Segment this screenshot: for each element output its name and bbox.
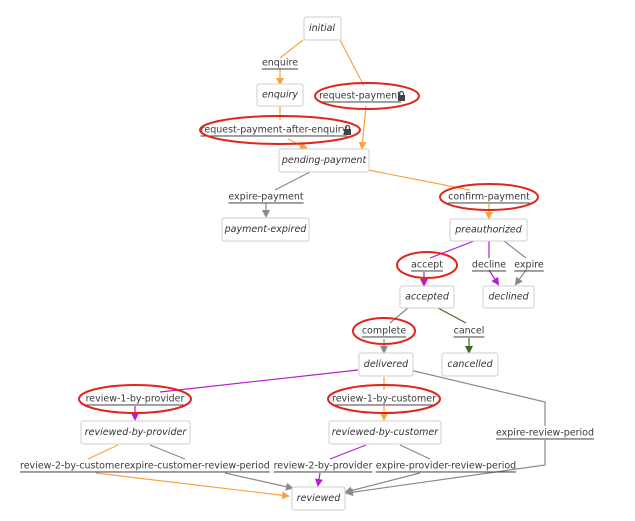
svg-text:cancel: cancel	[454, 326, 485, 337]
state-delivered[interactable]: delivered	[358, 352, 414, 377]
svg-text:expire-review-period: expire-review-period	[496, 428, 594, 439]
transition-accept[interactable]: accept	[411, 260, 443, 271]
edge-expire-declined	[514, 269, 527, 286]
svg-text:expire-provider-review-period: expire-provider-review-period	[376, 461, 516, 472]
edge-pending-expire-payment	[274, 171, 311, 191]
edge-preauth-accept	[429, 240, 475, 259]
svg-text:review-2-by-customer: review-2-by-customer	[20, 461, 124, 472]
edge-r2c-reviewed	[95, 472, 290, 500]
state-payment-expired[interactable]: payment-expired	[221, 217, 310, 242]
highlight-accept	[396, 251, 458, 279]
state-label: delivered	[364, 359, 409, 370]
state-pending-payment[interactable]: pending-payment	[278, 148, 370, 173]
highlight-request-payment	[314, 82, 420, 110]
highlight-request-payment-after-enquiry	[199, 115, 361, 145]
transition-cancel[interactable]: cancel	[454, 326, 485, 337]
transition-expire[interactable]: expire	[514, 260, 544, 271]
state-label: reviewed-by-provider	[85, 427, 188, 438]
state-declined[interactable]: declined	[482, 285, 535, 309]
edge-eprp-reviewed	[344, 472, 421, 495]
edge-initial-request-payment	[339, 39, 365, 87]
state-accepted[interactable]: accepted	[399, 285, 455, 309]
highlight-confirm-payment	[439, 183, 539, 211]
edge-r2p-reviewed	[315, 472, 323, 487]
svg-text:accept: accept	[411, 260, 443, 271]
state-reviewed-by-provider[interactable]: reviewed-by-provider	[80, 420, 191, 445]
transition-confirm-payment[interactable]: confirm-payment	[448, 192, 530, 203]
transition-complete[interactable]: complete	[362, 326, 407, 337]
edge-initial-enquire	[279, 39, 304, 59]
edge-delivered-r1p	[159, 369, 359, 393]
transition-expire-payment[interactable]: expire-payment	[228, 192, 304, 203]
state-label: reviewed	[297, 493, 341, 504]
state-label: reviewed-by-customer	[332, 427, 440, 438]
highlight-complete	[352, 317, 416, 345]
highlights	[78, 82, 539, 414]
edge-request-payment-pending	[358, 105, 367, 150]
transition-review-2-by-customer[interactable]: review-2-by-customer	[20, 461, 124, 472]
transition-review-1-by-provider[interactable]: review-1-by-provider	[86, 394, 185, 405]
svg-text:request-payment: request-payment	[319, 91, 401, 102]
state-reviewed-by-customer[interactable]: reviewed-by-customer	[328, 420, 442, 445]
svg-text:complete: complete	[362, 326, 407, 337]
edge-rbc-r2p	[329, 444, 367, 460]
edge-accepted-complete	[389, 307, 409, 324]
edge-rbp-ecrp	[149, 444, 186, 460]
state-label: declined	[488, 292, 529, 303]
state-label: cancelled	[447, 359, 493, 370]
transition-expire-review-period[interactable]: expire-review-period	[496, 428, 594, 439]
svg-text:request-payment-after-enquiry: request-payment-after-enquiry	[201, 125, 348, 136]
transition-enquire[interactable]: enquire	[262, 58, 298, 69]
svg-text:expire: expire	[514, 260, 544, 271]
edge-erp-reviewed	[345, 440, 546, 497]
state-enquiry[interactable]: enquiry	[256, 83, 304, 107]
lock-icon	[344, 124, 351, 135]
svg-text:confirm-payment: confirm-payment	[448, 192, 530, 203]
lock-icon	[398, 90, 405, 101]
svg-text:decline: decline	[472, 260, 506, 271]
svg-text:expire-customer-review-period: expire-customer-review-period	[124, 461, 270, 472]
state-reviewed[interactable]: reviewed	[291, 486, 346, 511]
svg-text:review-1-by-provider: review-1-by-provider	[86, 394, 185, 405]
transition-request-payment[interactable]: request-payment	[319, 91, 405, 102]
transitions: enquire request-payment request-payment-…	[20, 58, 594, 472]
edge-accepted-cancel	[437, 307, 467, 324]
svg-text:enquire: enquire	[262, 58, 298, 69]
edge-rbc-eprp	[399, 444, 431, 460]
edge-delivered-erp	[409, 369, 546, 426]
edges	[87, 39, 546, 500]
state-label: pending-payment	[281, 155, 368, 166]
edge-pending-confirm	[367, 169, 471, 191]
svg-text:review-1-by-customer: review-1-by-customer	[332, 394, 436, 405]
highlight-review-1-by-provider	[78, 384, 192, 414]
transition-review-2-by-provider[interactable]: review-2-by-provider	[274, 461, 373, 472]
transition-request-payment-after-enquiry[interactable]: request-payment-after-enquiry	[201, 125, 351, 136]
state-initial[interactable]: initial	[303, 16, 342, 41]
edge-rbp-r2c	[87, 444, 119, 460]
edge-preauth-expire	[503, 240, 527, 259]
edge-ecrp-reviewed	[224, 472, 294, 491]
highlight-review-1-by-customer	[327, 384, 441, 414]
states: initial enquiry pending-payment payment-…	[80, 16, 535, 511]
transition-review-1-by-customer[interactable]: review-1-by-customer	[332, 394, 436, 405]
state-label: payment-expired	[224, 224, 308, 235]
transition-expire-provider-review-period[interactable]: expire-provider-review-period	[376, 461, 516, 472]
state-preauthorized[interactable]: preauthorized	[449, 218, 528, 242]
edge-decline-declined	[488, 269, 500, 286]
state-label: initial	[309, 23, 335, 34]
svg-text:review-2-by-provider: review-2-by-provider	[274, 461, 373, 472]
svg-text:expire-payment: expire-payment	[228, 192, 304, 203]
state-label: preauthorized	[454, 225, 523, 236]
state-label: accepted	[405, 292, 450, 303]
state-cancelled[interactable]: cancelled	[441, 352, 499, 377]
state-label: enquiry	[262, 90, 298, 101]
transition-decline[interactable]: decline	[472, 260, 506, 271]
transition-expire-customer-review-period[interactable]: expire-customer-review-period	[124, 461, 270, 472]
